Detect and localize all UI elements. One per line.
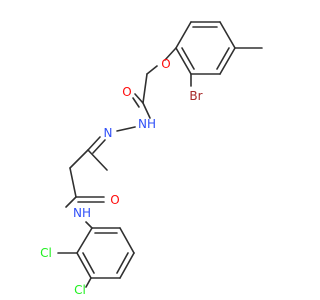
bond	[119, 252, 135, 279]
bond	[142, 102, 151, 119]
bond	[181, 47, 195, 70]
bond	[116, 126, 136, 132]
bond	[132, 97, 140, 108]
bond	[164, 47, 177, 61]
bond	[92, 139, 106, 154]
acyl-oxygen-label: O	[122, 85, 131, 99]
bond	[146, 65, 158, 75]
chlorine-para-label: Cl	[74, 283, 86, 297]
bond	[142, 73, 148, 104]
bond	[219, 21, 236, 49]
atom-labels: O Br O NH N O NH Cl Cl	[40, 57, 203, 297]
amide-oxygen-label: O	[110, 193, 119, 207]
bond	[119, 227, 135, 254]
bond	[85, 277, 92, 288]
bond	[76, 252, 92, 279]
imine-nitrogen-label: N	[104, 126, 113, 140]
bond	[175, 21, 192, 49]
bond	[219, 47, 236, 75]
chlorine-meta-label: Cl	[40, 246, 52, 260]
bond	[175, 47, 192, 75]
bond	[134, 93, 144, 104]
bond	[216, 47, 230, 70]
molecule-structure-diagram: O Br O NH N O NH Cl Cl	[0, 0, 300, 300]
bond	[65, 196, 77, 208]
background	[0, 0, 300, 300]
structure-svg: O Br O NH N O NH Cl Cl	[0, 0, 300, 300]
hydrazide-nh-label: NH	[138, 117, 156, 131]
bond	[69, 149, 89, 169]
bond	[87, 149, 108, 171]
bond	[87, 136, 101, 151]
bond	[85, 221, 93, 229]
ether-oxygen-label: O	[161, 57, 170, 71]
bromine-label: Br	[189, 89, 202, 103]
amide-nh-label: NH	[73, 206, 91, 220]
bond	[69, 167, 77, 198]
bond	[116, 252, 129, 274]
bond	[82, 252, 95, 274]
bond	[76, 227, 93, 254]
bond-lines	[57, 21, 263, 288]
